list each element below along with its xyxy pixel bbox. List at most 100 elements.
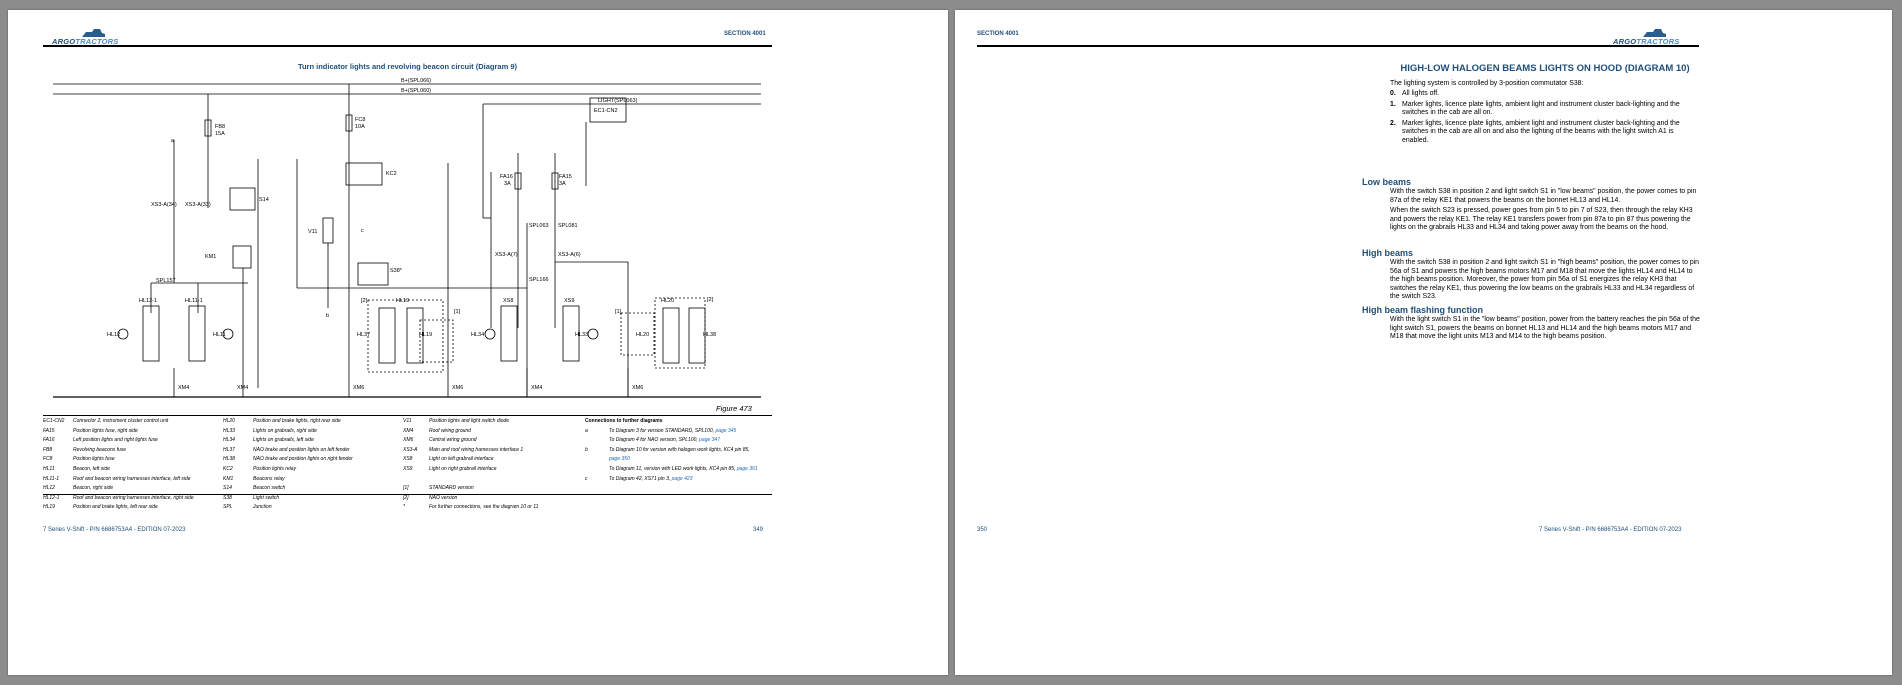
intro-text: The lighting system is controlled by 3-p…	[1390, 80, 1584, 87]
svg-text:15A: 15A	[215, 131, 225, 137]
page-link[interactable]: page 347	[699, 437, 720, 444]
svg-text:XM6: XM6	[632, 385, 643, 391]
legend-key: FA15	[43, 427, 55, 434]
svg-text:SPL063: SPL063	[529, 223, 549, 229]
connection-row: a To Diagram 3 for version STANDARD, SPL1…	[585, 427, 775, 437]
paragraph: When the switch S23 is pressed, power go…	[1390, 207, 1693, 231]
page-link[interactable]: page 345	[715, 427, 737, 434]
legend-key: *	[403, 504, 405, 511]
legend-desc: NAO brake and position lights on right f…	[253, 456, 353, 463]
svg-text:S14: S14	[259, 197, 269, 203]
svg-text:XS3-A(33): XS3-A(33)	[185, 202, 211, 208]
footer-edition: 7 Series V-Shift - P/N 6686753A4 - EDITI…	[43, 527, 186, 533]
list-item: 2.Marker lights, licence plate lights, a…	[1390, 120, 1700, 146]
legend-key: XS3-A	[403, 446, 418, 453]
legend-desc: Roof and beacon wiring harnesses interfa…	[73, 475, 191, 482]
list-item: 1.Marker lights, licence plate lights, a…	[1390, 101, 1700, 118]
svg-text:10A: 10A	[355, 124, 365, 130]
svg-text:HL19: HL19	[396, 298, 409, 304]
legend-desc: Lights on grabrails, left side	[253, 437, 314, 444]
argo-tractors-logo: ARGOTRACTORS	[52, 37, 119, 46]
svg-text:XS3-A(6): XS3-A(6)	[558, 252, 581, 258]
legend-rule	[43, 415, 772, 416]
paragraph: With the light switch S1 in the "low bea…	[1390, 316, 1700, 340]
connection-key: b	[585, 446, 588, 453]
legend-desc: Beacons relay	[253, 475, 285, 482]
svg-text:HL12: HL12	[107, 332, 120, 338]
legend-key: XS8	[403, 456, 413, 463]
legend-key: HL11-1	[43, 475, 60, 482]
svg-text:c: c	[361, 228, 364, 234]
section-body: With the switch S38 in position 2 and li…	[1390, 188, 1700, 235]
svg-text:HL11: HL11	[213, 332, 226, 338]
tractor-logo-icon	[1643, 29, 1666, 37]
legend-key: HL38	[223, 456, 235, 463]
legend-bottom-rule	[43, 494, 772, 495]
legend-desc: Position lights fuse	[73, 456, 115, 463]
connection-row: To Diagram 4 for NAO version, SPL100, pa…	[585, 436, 775, 446]
legend-desc: Beacon, right side	[73, 485, 114, 492]
connection-text: To Diagram 3 for version STANDARD, SPL10…	[609, 427, 716, 434]
svg-text:HL20: HL20	[661, 298, 674, 304]
legend-key: S14	[223, 485, 232, 492]
legend-key: KM1	[223, 475, 234, 482]
svg-text:FA16: FA16	[500, 174, 513, 180]
header-rule	[43, 45, 772, 47]
section-body: With the light switch S1 in the "low bea…	[1390, 316, 1700, 344]
legend-key: KC2	[223, 465, 233, 472]
svg-text:S38*: S38*	[390, 268, 403, 274]
connection-row: page 350	[585, 455, 775, 465]
page-link[interactable]: page 361	[736, 465, 758, 472]
legend-row: HL11-1 Roof and beacon wiring harnesses i…	[43, 475, 218, 485]
legend-key: HL11	[43, 465, 55, 472]
connections-list: Connections to further diagrams a To Diagr…	[585, 417, 775, 484]
legend-desc: Beacon, left side	[73, 465, 110, 472]
legend-key: FA16	[43, 437, 55, 444]
connection-key: a	[585, 427, 588, 434]
legend-key: FB8	[43, 446, 53, 453]
connection-text: To Diagram 4 for NAO version, SPL100,	[609, 437, 700, 444]
legend-desc: Position and brake lights, right rear si…	[253, 418, 341, 424]
paragraph: With the switch S38 in position 2 and li…	[1390, 188, 1697, 204]
legend-row: HL38 NAO brake and position lights on rig…	[223, 455, 403, 465]
legend-key: S38	[223, 494, 232, 501]
svg-text:SPL157: SPL157	[156, 278, 176, 284]
tractor-logo-icon	[82, 29, 105, 37]
legend-key: V11	[403, 418, 412, 424]
page-link[interactable]: page 350	[609, 456, 630, 463]
bus-label-light: LIGHT(SPL063)	[598, 98, 638, 104]
page-349: ARGOTRACTORS SECTION 4001 Turn indicator…	[8, 10, 948, 675]
header-rule	[977, 45, 1699, 47]
position-list: 0.All lights off.1.Marker lights, licenc…	[1390, 90, 1700, 147]
page-link[interactable]: page 423	[671, 475, 693, 482]
page-title: HIGH-LOW HALOGEN BEAMS LIGHTS ON HOOD (D…	[1400, 63, 1690, 74]
svg-text:[2]: [2]	[707, 297, 714, 303]
bus-label-spl066: B+(SPL066)	[401, 78, 431, 84]
legend-row: [1]STANDARD version	[403, 484, 583, 494]
page-350: SECTION 4001 ARGOTRACTORS HIGH-LOW HALOG…	[955, 10, 1892, 675]
connections-title: Connections to further diagrams	[585, 418, 663, 424]
argo-tractors-logo: ARGOTRACTORS	[1613, 37, 1680, 46]
svg-text:HL19: HL19	[419, 332, 432, 338]
svg-text:HL11-1: HL11-1	[185, 298, 203, 304]
svg-text:b: b	[326, 313, 329, 319]
svg-text:XS8: XS8	[503, 298, 513, 304]
svg-text:V11: V11	[308, 229, 317, 235]
list-text: All lights off.	[1402, 90, 1440, 97]
legend-key: HL33	[223, 427, 235, 434]
svg-text:XM4: XM4	[178, 385, 189, 391]
svg-text:HL12-1: HL12-1	[139, 298, 157, 304]
